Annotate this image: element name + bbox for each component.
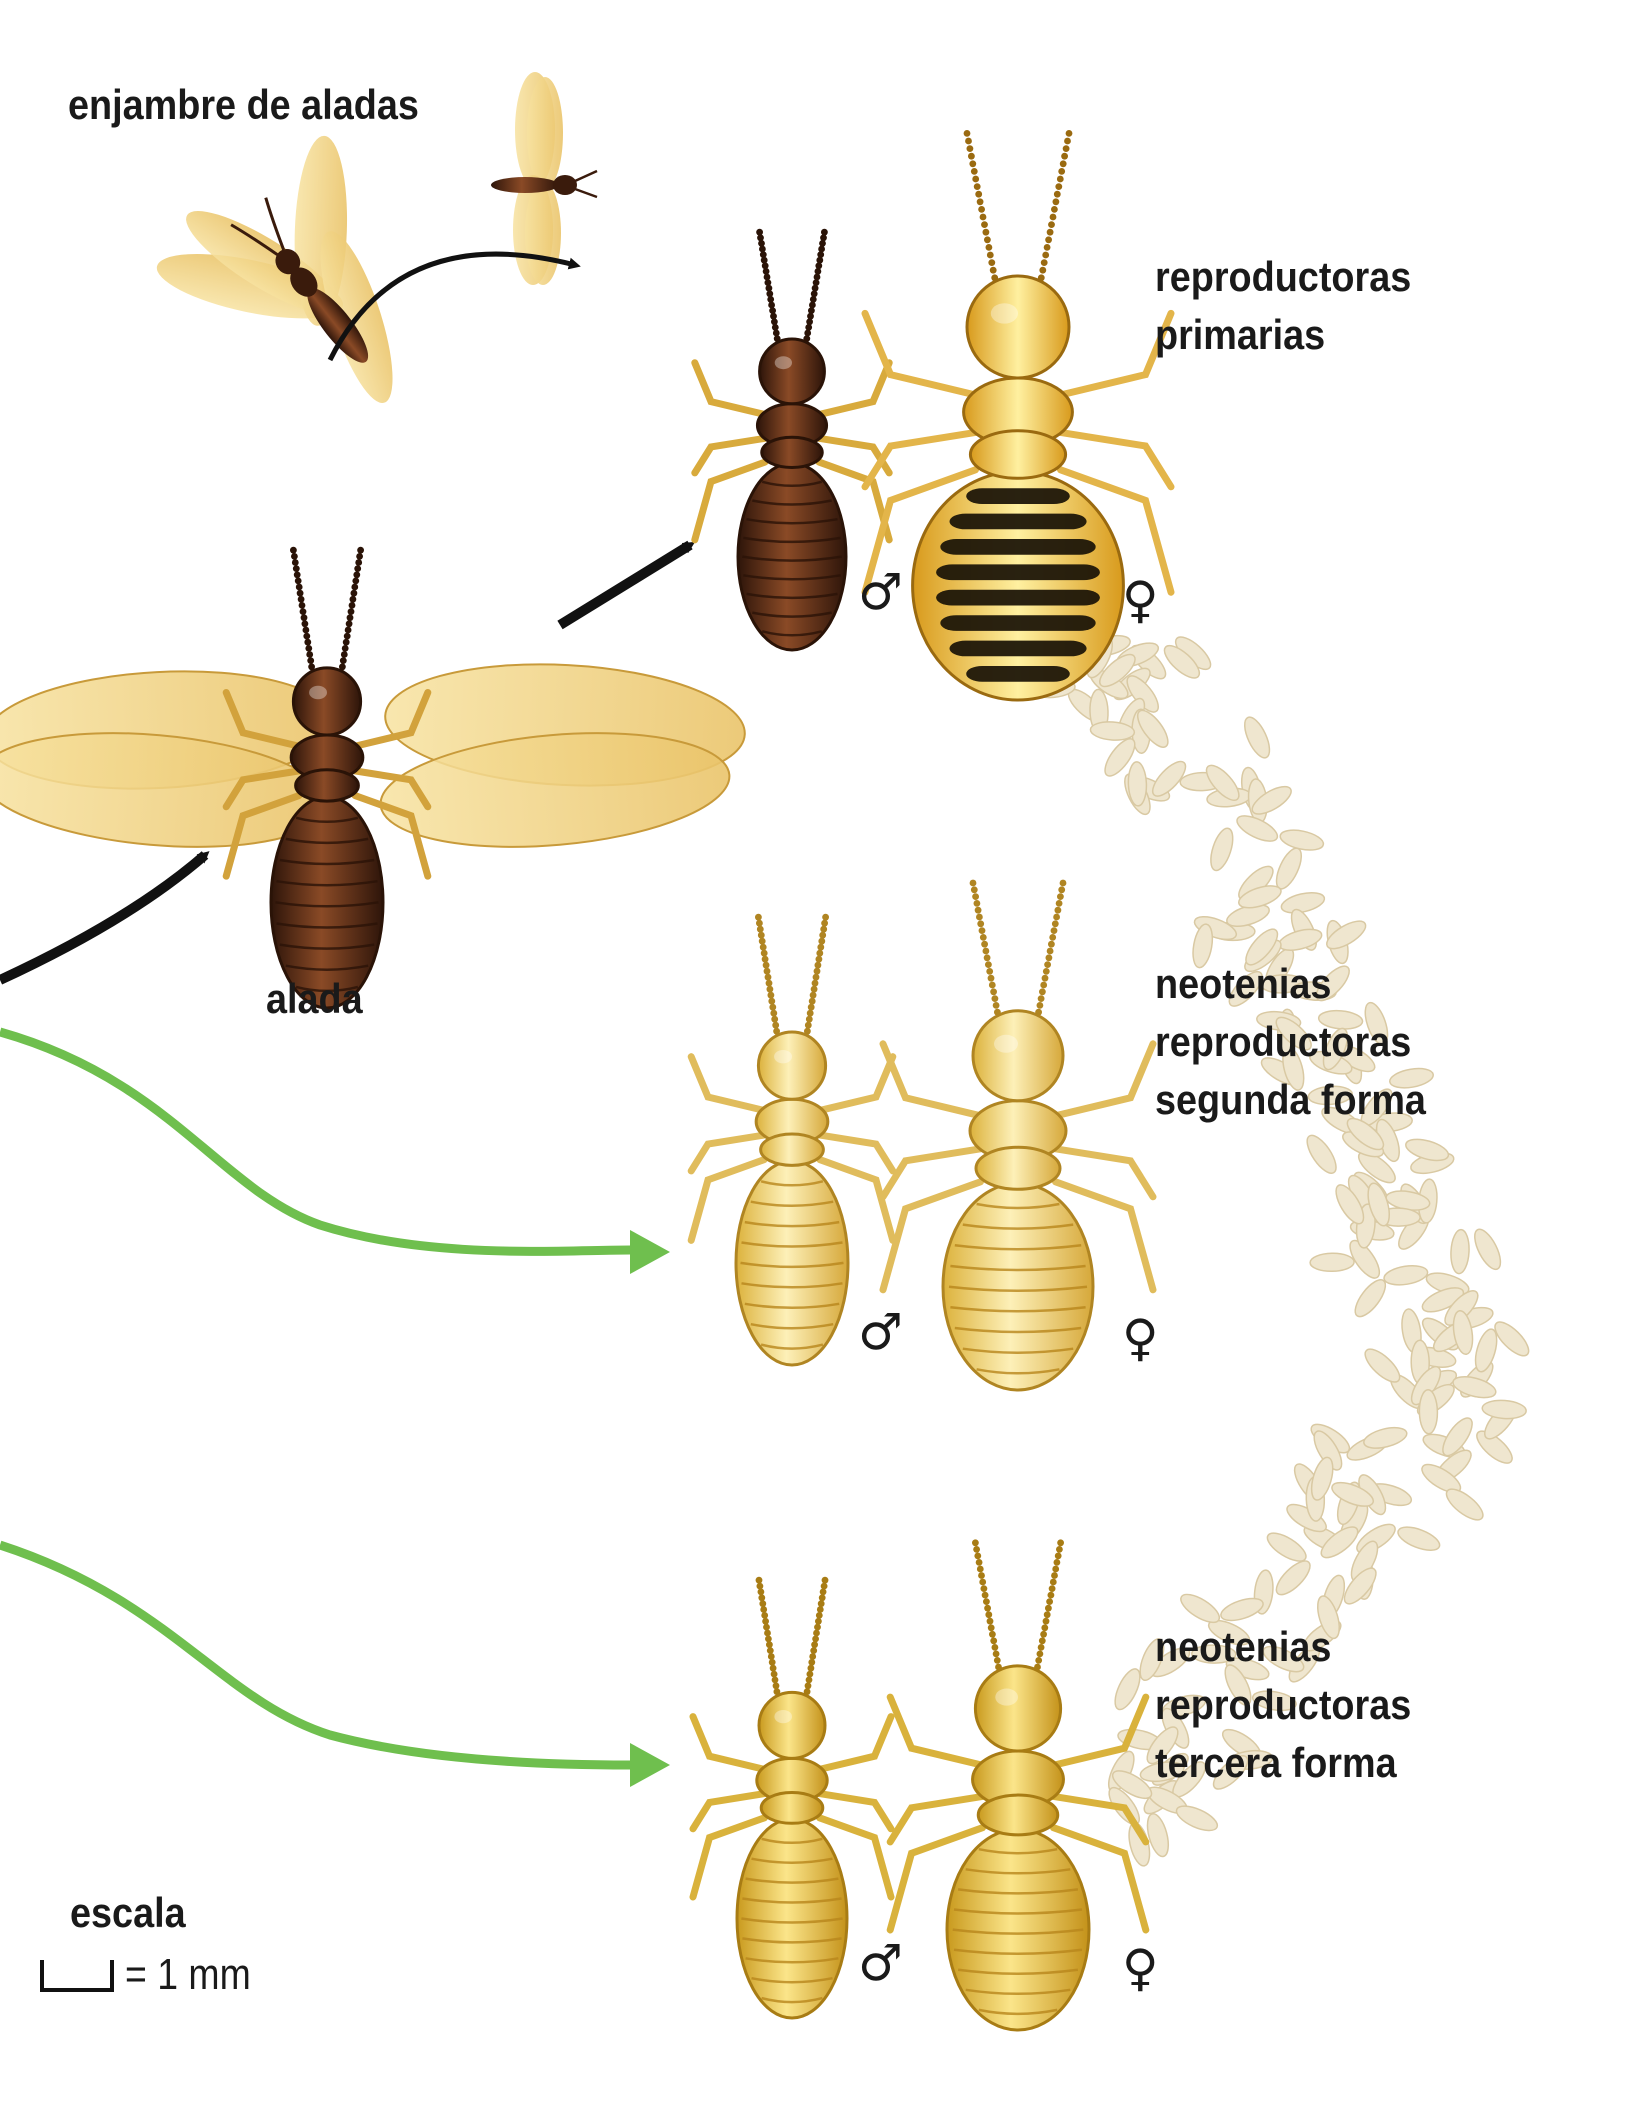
male-symbol-secondary: ♂ bbox=[858, 1304, 903, 1360]
egg bbox=[1482, 1399, 1527, 1420]
swarm-alate-left bbox=[123, 100, 497, 480]
tertiary-arrow bbox=[0, 1545, 630, 1765]
egg bbox=[1302, 1131, 1342, 1178]
secondary-female bbox=[883, 880, 1153, 1390]
tertiary-label-line-1: neotenias bbox=[1155, 1618, 1411, 1676]
scale-title: escala bbox=[70, 1884, 186, 1942]
egg bbox=[1173, 1801, 1221, 1835]
tertiary-label-line-3: tercera forma bbox=[1155, 1734, 1411, 1792]
tertiary-label-line-2: reproductoras bbox=[1155, 1676, 1411, 1734]
secondary-male bbox=[691, 914, 893, 1365]
alate-label: alada bbox=[266, 970, 363, 1028]
egg bbox=[1206, 826, 1237, 873]
male-symbol-primary: ♂ bbox=[858, 564, 903, 620]
male-symbol-tertiary: ♂ bbox=[858, 1935, 903, 1991]
secondary-neotenics-label: neotenias reproductoras segunda forma bbox=[1155, 955, 1426, 1129]
alate-body bbox=[226, 547, 428, 1008]
egg bbox=[1278, 827, 1325, 854]
egg bbox=[1395, 1522, 1443, 1555]
egg bbox=[1470, 1226, 1506, 1273]
primary-label-line-2: primarias bbox=[1155, 306, 1411, 364]
egg bbox=[1271, 845, 1306, 892]
egg bbox=[1360, 1344, 1404, 1387]
tertiary-female bbox=[890, 1539, 1146, 2030]
female-symbol-tertiary: ♀ bbox=[1122, 1940, 1159, 1996]
female-symbol-secondary: ♀ bbox=[1122, 1310, 1159, 1366]
alate-illustration bbox=[0, 656, 748, 860]
tertiary-arrow-head bbox=[630, 1743, 670, 1787]
egg bbox=[1362, 1424, 1409, 1452]
secondary-arrow-head bbox=[630, 1230, 670, 1274]
egg bbox=[1383, 1263, 1429, 1288]
secondary-label-line-1: neotenias bbox=[1155, 955, 1426, 1013]
egg bbox=[1350, 1275, 1391, 1321]
scale-value: = 1 mm bbox=[125, 1950, 251, 2000]
egg bbox=[1419, 1390, 1438, 1434]
female-symbol-primary: ♀ bbox=[1122, 572, 1159, 628]
egg bbox=[1271, 1556, 1315, 1600]
egg bbox=[1263, 1528, 1310, 1567]
primary-label-line-1: reproductoras bbox=[1155, 248, 1411, 306]
alate-arrow bbox=[0, 855, 205, 980]
tertiary-neotenics-label: neotenias reproductoras tercera forma bbox=[1155, 1618, 1411, 1792]
secondary-label-line-2: reproductoras bbox=[1155, 1013, 1426, 1071]
egg bbox=[1450, 1229, 1470, 1274]
primary-reproductives-label: reproductoras primarias bbox=[1155, 248, 1411, 364]
secondary-label-line-3: segunda forma bbox=[1155, 1071, 1426, 1129]
secondary-arrow bbox=[0, 1032, 630, 1251]
egg bbox=[1310, 1253, 1354, 1272]
egg bbox=[1240, 714, 1275, 761]
swarm-label: enjambre de aladas bbox=[68, 76, 419, 134]
primary-arrow bbox=[560, 545, 690, 625]
egg bbox=[1442, 1484, 1488, 1525]
scale-bar bbox=[42, 1960, 112, 1990]
